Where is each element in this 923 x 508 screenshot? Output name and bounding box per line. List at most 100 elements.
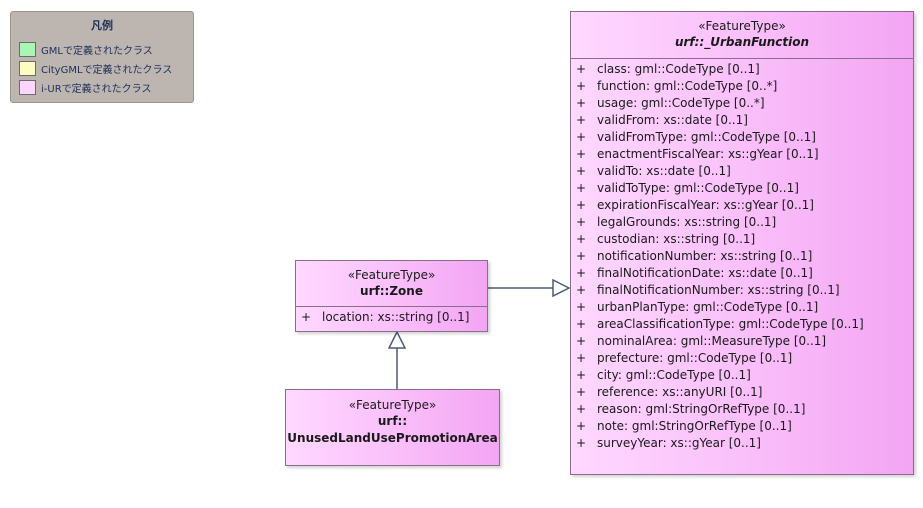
attribute-visibility: + (576, 283, 587, 297)
attribute-text: function: gml::CodeType [0..*] (597, 79, 778, 93)
attribute-visibility: + (576, 249, 587, 263)
attribute-row: + validTo: xs::date [0..1] (571, 163, 913, 180)
attribute-row: + validFrom: xs::date [0..1] (571, 112, 913, 129)
attribute-text: class: gml::CodeType [0..1] (597, 62, 760, 76)
class-urban-function-stereotype: «FeatureType» (698, 19, 786, 33)
attribute-visibility: + (576, 113, 587, 127)
class-unused-land-name-line1: urf:: (377, 414, 408, 428)
legend-swatch-iur (19, 79, 36, 95)
class-urban-function-attributes: +class: gml::CodeType [0..1]+function: g… (571, 59, 913, 452)
attribute-text: custodian: xs::string [0..1] (597, 232, 756, 246)
class-unused-land-header: «FeatureType» urf:: UnusedLandUsePromoti… (286, 390, 499, 447)
class-unused-land-use-promotion-area[interactable]: «FeatureType» urf:: UnusedLandUsePromoti… (285, 389, 500, 466)
attribute-row: + urbanPlanType: gml::CodeType [0..1] (571, 299, 913, 316)
attribute-row: + prefecture: gml::CodeType [0..1] (571, 350, 913, 367)
attribute-text: finalNotificationNumber: xs::string [0..… (597, 283, 840, 297)
attribute-text: reference: xs::anyURI [0..1] (597, 385, 763, 399)
class-zone-name: urf::Zone (360, 284, 423, 298)
unused-land-generalization-arrowhead (387, 330, 407, 349)
attribute-visibility: + (576, 130, 587, 144)
attribute-row: + usage: gml::CodeType [0..*] (571, 95, 913, 112)
attribute-visibility: + (576, 232, 587, 246)
class-urban-function-divider (571, 58, 913, 59)
attribute-row: + expirationFiscalYear: xs::gYear [0..1] (571, 197, 913, 214)
attribute-visibility: + (576, 266, 587, 280)
attribute-text: prefecture: gml::CodeType [0..1] (597, 351, 793, 365)
attribute-row: + reference: xs::anyURI [0..1] (571, 384, 913, 401)
attribute-row: + finalNotificationDate: xs::date [0..1] (571, 265, 913, 282)
legend-title: 凡例 (91, 19, 113, 32)
attribute-text: areaClassificationType: gml::CodeType [0… (597, 317, 864, 331)
attribute-row: + reason: gml:StringOrRefType [0..1] (571, 401, 913, 418)
attribute-row: + validToType: gml::CodeType [0..1] (571, 180, 913, 197)
legend-label-iur: i-URで定義されたクラス (41, 83, 152, 95)
attribute-visibility: + (576, 402, 587, 416)
attribute-row: + validFromType: gml::CodeType [0..1] (571, 129, 913, 146)
class-zone-stereotype: «FeatureType» (347, 268, 436, 282)
class-urban-function-name: urf::_UrbanFunction (674, 35, 810, 49)
attribute-text: validFrom: xs::date [0..1] (597, 113, 748, 127)
attribute-text: urbanPlanType: gml::CodeType [0..1] (597, 300, 819, 314)
attribute-visibility: + (576, 368, 587, 382)
attribute-row: + legalGrounds: xs::string [0..1] (571, 214, 913, 231)
attribute-row: + custodian: xs::string [0..1] (571, 231, 913, 248)
attribute-text: legalGrounds: xs::string [0..1] (597, 215, 777, 229)
legend-label-citygml: CityGMLで定義されたクラス (41, 64, 173, 76)
attribute-visibility: + (576, 62, 587, 76)
attribute-visibility: + (576, 147, 587, 161)
legend-label-gml: GMLで定義されたクラス (41, 45, 153, 57)
attribute-visibility: + (576, 385, 587, 399)
attribute-row: + enactmentFiscalYear: xs::gYear [0..1] (571, 146, 913, 163)
attribute-visibility: + (576, 198, 587, 212)
attribute-visibility: + (576, 96, 587, 110)
attribute-text: validFromType: gml::CodeType [0..1] (597, 130, 816, 144)
attribute-row: + location: xs::string [0..1] (296, 309, 487, 326)
attribute-text: notificationNumber: xs::string [0..1] (597, 249, 813, 263)
attribute-visibility: + (576, 300, 587, 314)
attribute-visibility: + (576, 79, 587, 93)
attribute-visibility: + (576, 317, 587, 331)
legend-item-iur: i-URで定義されたクラス (19, 78, 151, 96)
class-urban-function-header: «FeatureType» urf::_UrbanFunction (571, 12, 913, 58)
attribute-visibility: + (301, 310, 312, 324)
class-zone[interactable]: «FeatureType» urf::Zone + location: xs::… (295, 260, 488, 332)
attribute-text: validTo: xs::date [0..1] (597, 164, 731, 178)
attribute-visibility: + (576, 334, 587, 348)
attribute-text: validToType: gml::CodeType [0..1] (597, 181, 799, 195)
attribute-row: + areaClassificationType: gml::CodeType [… (571, 316, 913, 333)
class-zone-divider (296, 306, 487, 307)
class-zone-header: «FeatureType» urf::Zone (296, 261, 487, 306)
attribute-row: + nominalArea: gml::MeasureType [0..1] (571, 333, 913, 350)
attribute-row: + surveyYear: xs::gYear [0..1] (571, 435, 913, 452)
legend-item-gml: GMLで定義されたクラス (19, 40, 153, 58)
attribute-text: location: xs::string [0..1] (322, 310, 470, 324)
legend-swatch-gml (19, 41, 36, 57)
attribute-row: + city: gml::CodeType [0..1] (571, 367, 913, 384)
attribute-visibility: + (576, 215, 587, 229)
attribute-text: surveyYear: xs::gYear [0..1] (597, 436, 761, 450)
attribute-visibility: + (576, 351, 587, 365)
class-unused-land-name-line2: UnusedLandUsePromotionArea (287, 431, 498, 445)
class-urban-function[interactable]: «FeatureType» urf::_UrbanFunction + class… (570, 11, 914, 475)
attribute-row: + finalNotificationNumber: xs::string [0.… (571, 282, 913, 299)
attribute-text: enactmentFiscalYear: xs::gYear [0..1] (597, 147, 819, 161)
legend-item-citygml: CityGMLで定義されたクラス (19, 59, 172, 77)
attribute-visibility: + (576, 419, 587, 433)
attribute-visibility: + (576, 164, 587, 178)
attribute-row: + function: gml::CodeType [0..*] (571, 78, 913, 95)
attribute-text: expirationFiscalYear: xs::gYear [0..1] (597, 198, 814, 212)
legend: 凡例 GMLで定義されたクラス CityGMLで定義されたクラス i-URで定義… (10, 11, 194, 103)
attribute-row: + note: gml:StringOrRefType [0..1] (571, 418, 913, 435)
attribute-text: note: gml:StringOrRefType [0..1] (597, 419, 792, 433)
class-unused-land-stereotype: «FeatureType» (348, 398, 437, 412)
attribute-text: city: gml::CodeType [0..1] (597, 368, 751, 382)
attribute-text: nominalArea: gml::MeasureType [0..1] (597, 334, 827, 348)
legend-swatch-citygml (19, 60, 36, 76)
attribute-text: finalNotificationDate: xs::date [0..1] (597, 266, 813, 280)
attribute-visibility: + (576, 436, 587, 450)
attribute-visibility: + (576, 181, 587, 195)
attribute-row: + notificationNumber: xs::string [0..1] (571, 248, 913, 265)
attribute-text: usage: gml::CodeType [0..*] (597, 96, 765, 110)
attribute-text: reason: gml:StringOrRefType [0..1] (597, 402, 806, 416)
